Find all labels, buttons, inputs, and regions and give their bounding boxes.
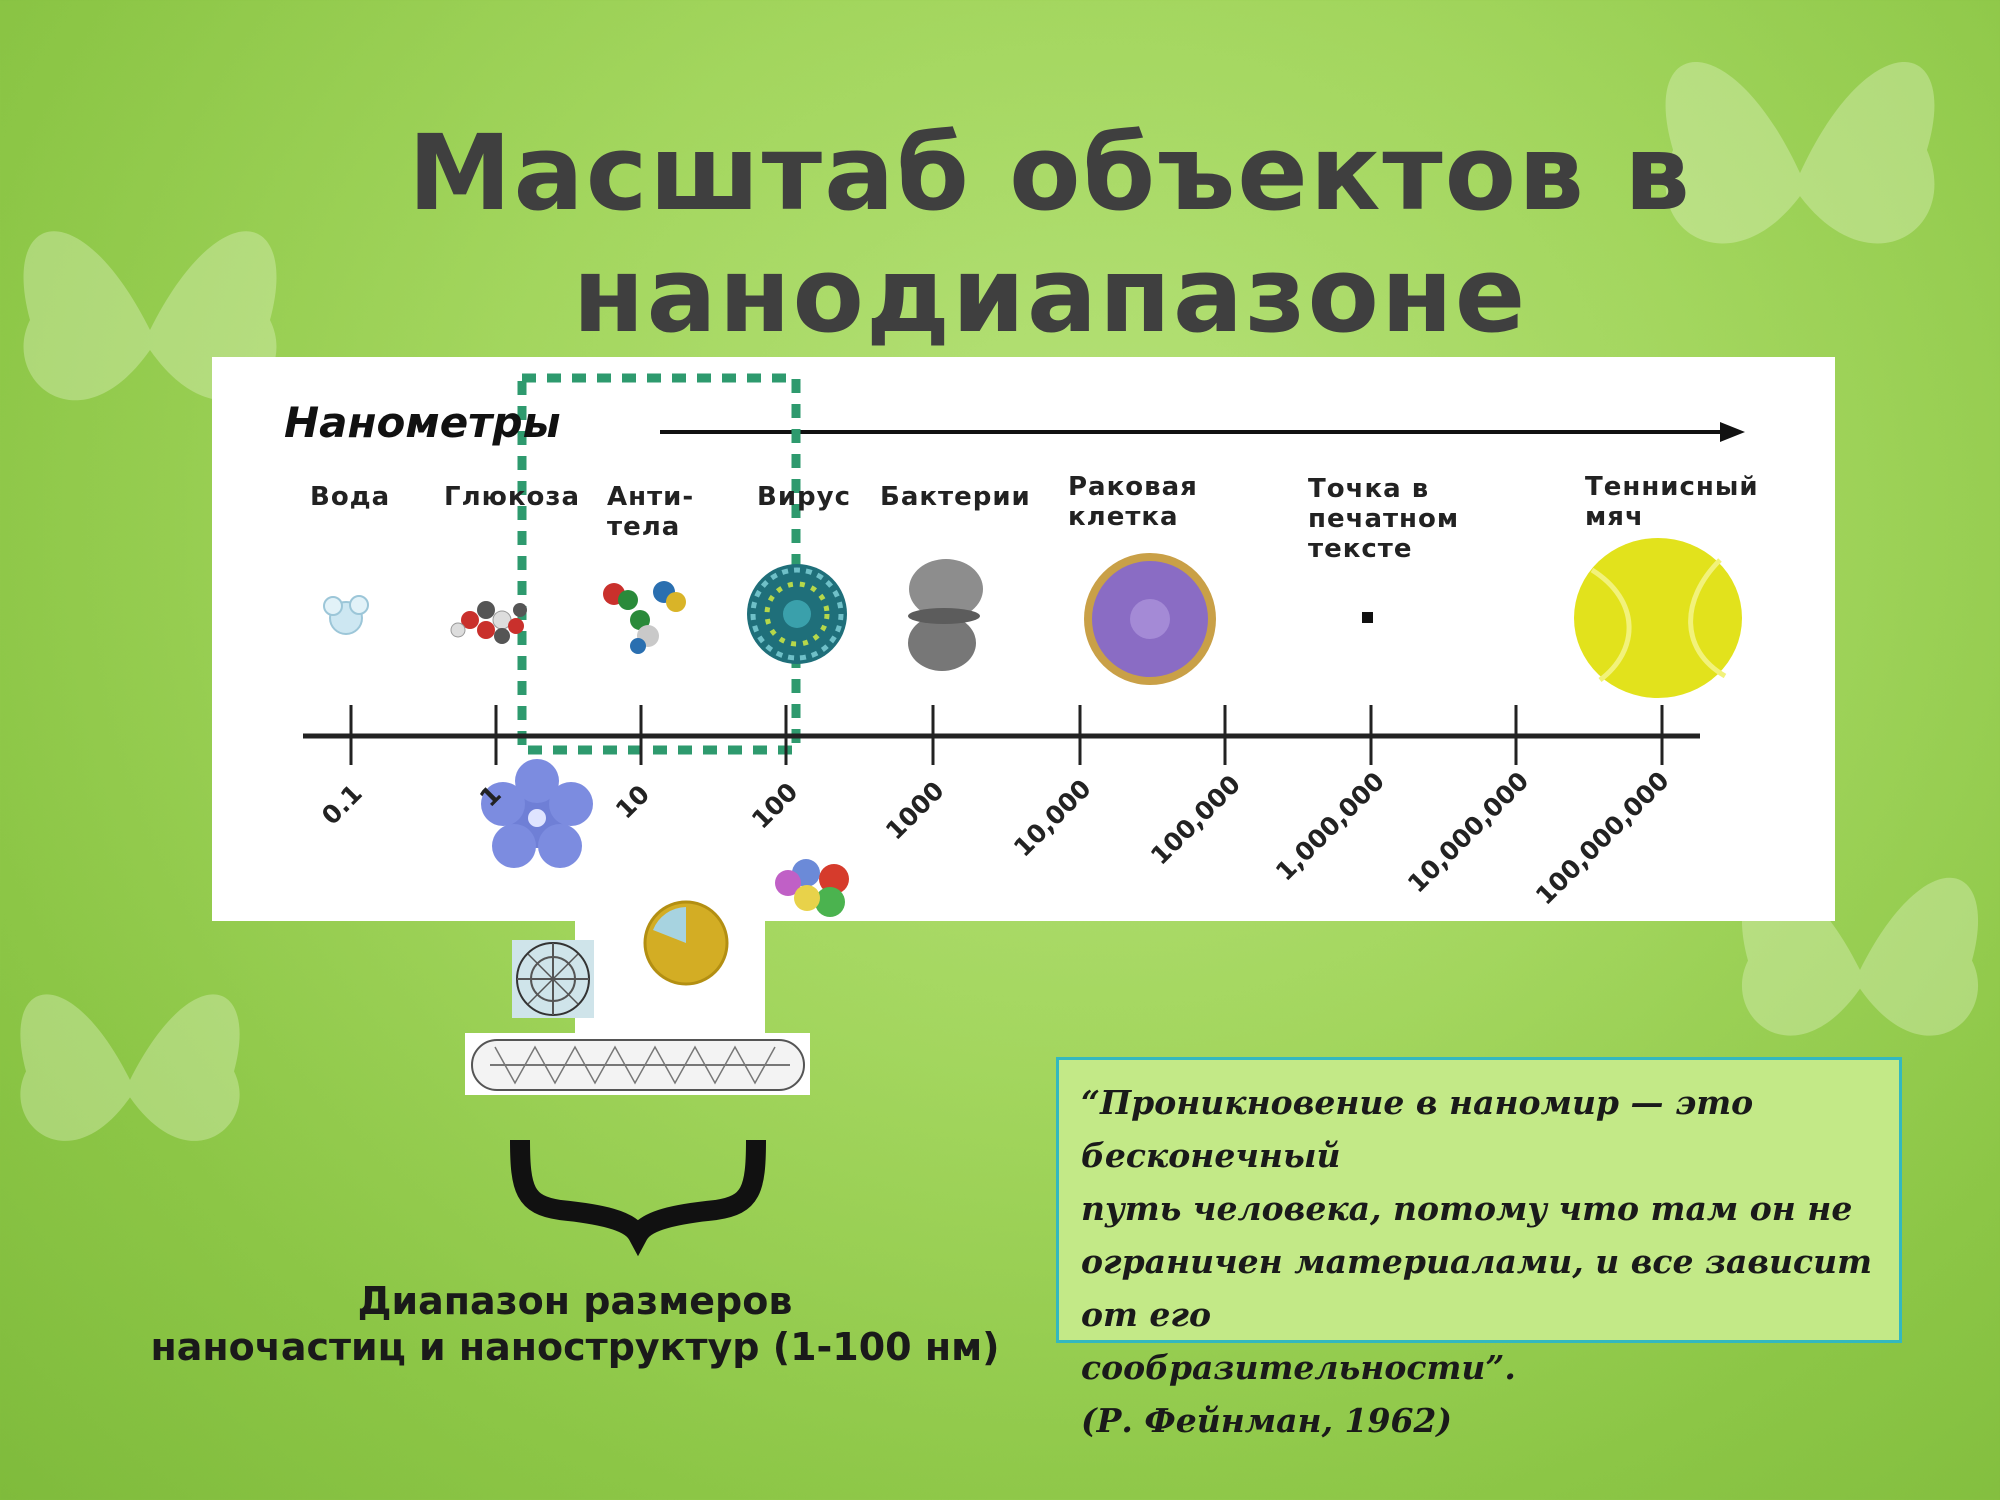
object-label-virus: Вирус: [757, 482, 852, 512]
range-caption-line-1: Диапазон размеров: [357, 1279, 793, 1323]
glucose-molecule-icon: [450, 601, 527, 644]
quote-line-3: ограничен материалами, и все зависит от …: [1081, 1242, 1873, 1334]
feynman-quote-box: “Проникновение в наномир — это бесконечн…: [1056, 1057, 1902, 1440]
scale-panel: [212, 357, 1835, 921]
object-label-bacteria: Бактерии: [880, 482, 1031, 512]
axis-ticks: [349, 705, 1664, 765]
antibody-icon: [603, 581, 686, 654]
quote-line-1: “Проникновение в наномир — это бесконечн…: [1081, 1083, 1754, 1175]
object-label-water: Вода: [310, 482, 391, 512]
butterfly-decoration-icon: [20, 994, 240, 1141]
arrow-head-icon: [1720, 422, 1745, 442]
range-caption-line-2: наночастиц и наноструктур (1-100 нм): [150, 1325, 1000, 1369]
object-label-printed-dot: Точка в печатном тексте: [1308, 474, 1460, 564]
quote-line-4: сообразительности”.: [1081, 1348, 1516, 1387]
carbon-nanotube-icon: [471, 1039, 805, 1091]
title-line-2: нанодиапазоне: [572, 234, 1528, 356]
virus-icon: [747, 564, 847, 664]
cancer-cell-icon: [1084, 553, 1216, 685]
title-line-1: Масштаб объектов в: [408, 112, 1692, 234]
object-label-antibodies: Анти- тела: [607, 482, 695, 542]
core-shell-nanoparticle-icon: [643, 900, 729, 986]
tennis-ball-icon: [1574, 538, 1742, 698]
quote-line-2: путь человека, потому что там он не: [1081, 1189, 1853, 1228]
object-label-cancer-cell: Раковая клетка: [1068, 472, 1198, 532]
slide-title: Масштаб объектов в нанодиапазоне: [0, 112, 2000, 356]
range-brace-icon: [510, 1139, 766, 1257]
object-label-glucose: Глюкоза: [444, 482, 581, 512]
nano-range-caption: Диапазон размеров наночастиц и нанострук…: [100, 1278, 1050, 1370]
fullerene-icon: [512, 940, 594, 1018]
water-molecule-icon: [323, 595, 369, 635]
printed-dot-icon: [1362, 612, 1373, 623]
butterfly-decoration-icon: [1665, 61, 1935, 244]
quote-attribution: (Р. Фейнман, 1962): [1081, 1401, 1453, 1440]
scale-heading: Нанометры: [284, 398, 561, 447]
quantum-dots-icon: [775, 859, 849, 917]
nano-range-highlight: [517, 373, 801, 755]
dendrimer-icon: [481, 759, 593, 868]
object-label-tennis-ball: Теннисный мяч: [1585, 472, 1759, 532]
bacterium-icon: [908, 559, 983, 671]
